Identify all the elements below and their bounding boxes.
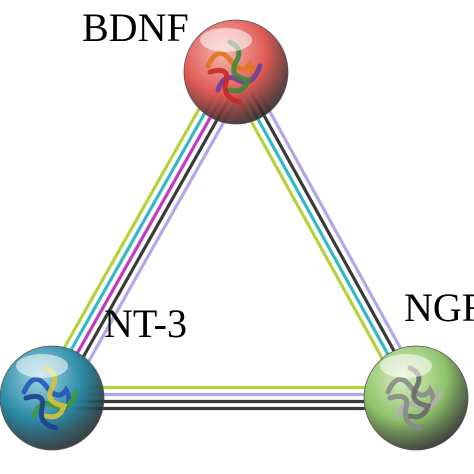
- edge-line: [44, 67, 232, 396]
- edges-layer: [38, 64, 427, 411]
- edge-line: [237, 69, 421, 398]
- edge-bdnf-nt3: [38, 64, 250, 406]
- edge-line: [50, 71, 238, 399]
- edge-line: [62, 78, 250, 406]
- edge-line: [38, 64, 226, 392]
- node-label-nt3: NT-3: [104, 301, 187, 346]
- edge-bdnf-ngf: [225, 66, 427, 404]
- edge-line: [56, 74, 244, 403]
- node-label-ngf: NGF: [404, 285, 474, 330]
- node-nt3-sphere: [0, 345, 105, 451]
- edge-line: [231, 72, 415, 401]
- node-label-bdnf: BDNF: [82, 5, 189, 50]
- edge-line: [225, 76, 409, 404]
- node-bdnf-sphere: [183, 19, 289, 125]
- node-ngf-sphere: [363, 345, 469, 451]
- edge-line: [243, 66, 427, 394]
- protein-structure-icon: [385, 365, 443, 431]
- nodes-layer: [0, 19, 469, 451]
- edge-nt3-ngf: [52, 385, 416, 411]
